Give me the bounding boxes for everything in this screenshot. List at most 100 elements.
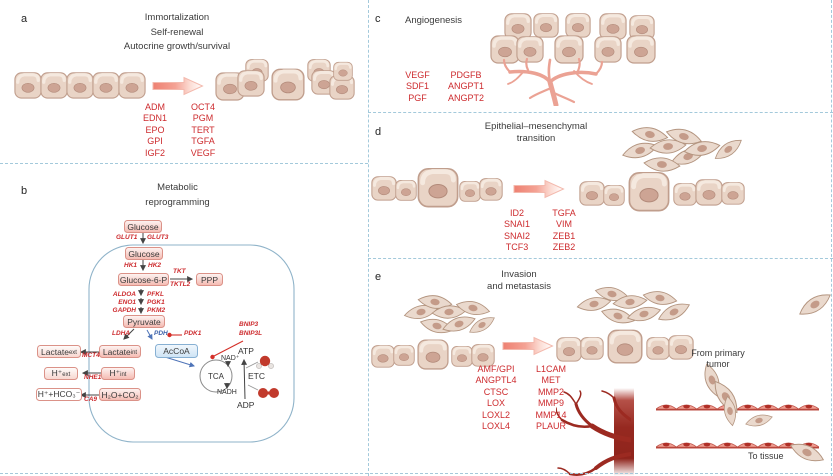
panel-d-title-line: transition [516,133,556,144]
divider-vertical-right-edge [831,0,832,476]
enzyme-tktl2: TKTL2 [170,281,191,288]
panel-a-title-line: Autocrine growth/survival [123,41,231,52]
label-etc: ETC [248,371,265,381]
blood-vessel-branches-e [556,390,631,476]
enzyme-bnip3l: BNIP3L [239,330,263,337]
gene-item: L1CAM [535,364,566,374]
enzyme-item: ENO1 [118,299,136,306]
label-atp: ATP [238,346,254,356]
enzyme-item: PKM2 [147,307,166,314]
gene-item: VEGF [405,70,430,80]
lactate-int-sub: int [130,350,138,356]
enzyme-glut3: GLUT3 [147,234,169,241]
enzyme-item: PGK1 [147,299,165,306]
box-pyruvate: Pyruvate [123,315,165,328]
gene-item: PDGFB [450,70,482,80]
enzyme-ca9: CA9 [84,396,98,403]
pdh-inhibition-dot [167,332,172,338]
h-int-base: H⁺ [109,368,121,378]
gene-item: SNAI2 [503,230,530,241]
tca-cycle-circle [199,359,233,393]
from-primary-tumor-line: From primary [691,348,745,358]
gene-item: MMP14 [535,409,567,420]
gene-item: SDF1 [405,81,429,92]
panel-a-title-line: Immortalization [144,12,210,23]
lactate-int-base: Lactate [102,346,131,357]
gene-item: TCF3 [505,242,529,253]
label-tca: TCA [208,372,224,381]
box-glucose-extracellular: Glucose [124,220,162,233]
panel-b-title-line: Metabolic [157,182,198,193]
oxygen-molecule [258,388,279,398]
divider-c-d [368,112,833,113]
bnip3-inhibition-dot [210,354,215,360]
epithelial-cells-row-a [14,71,146,99]
enzyme-mct4: MCT4 [82,352,100,359]
tumor-cells-cluster-c [490,12,670,64]
gene-item: EPO [145,124,165,135]
label-nad: NAD⁺ [221,355,240,362]
box-water-co2: H₂O+CO₂ [99,388,141,401]
immortalized-cells-cluster-a [215,58,355,101]
gene-item: PLAUR [535,421,566,432]
label-nadh: NADH [217,389,237,396]
panel-e-title-line: and metastasis [487,281,551,292]
epithelial-cells-row-d [371,162,503,208]
divider-vertical-center [368,0,369,476]
panel-d-title-line: Epithelial–mesenchymal [484,121,588,132]
panel-c-title: Angiogenesis [405,15,463,26]
gene-item: CTSC [483,386,509,397]
enzyme-item: ALDOA [112,291,136,298]
enzyme-ldha: LDHA [112,330,131,337]
h-ext-base: H⁺ [51,368,63,378]
panel-a-title-line: Self-renewal [150,26,204,38]
h-ext-sub: ext [62,372,71,378]
panel-b-label: b [21,185,28,197]
gene-item: PGF [408,92,427,103]
enzyme-hk2: HK2 [148,262,162,269]
gene-item: OCT4 [190,102,215,112]
divider-a-b [0,163,368,164]
gene-item: ADM [145,102,165,112]
transition-arrow-d [513,179,565,199]
gene-item: GPI [147,136,163,147]
enzyme-hk1: HK1 [124,262,138,269]
enzyme-pdh: PDH [154,330,168,337]
gene-item: VIM [555,219,572,230]
h-int-sub: int [120,372,127,378]
panel-a-label: a [21,13,28,25]
gene-item: TGFA [552,208,576,218]
box-accoa: AcCoA [155,344,198,358]
box-ppp: PPP [196,273,223,286]
box-glucose-intracellular: Glucose [125,247,163,260]
enzyme-item: GAPDH [112,307,136,314]
gene-item: ID2 [509,208,524,218]
transition-arrow-e [502,336,554,356]
water-molecule [256,355,274,369]
from-primary-tumor-line: tumor [706,359,730,369]
lactate-ext-base: Lactate [41,346,69,357]
cell-membrane-outline [88,244,295,443]
box-bicarbonate: H⁺+HCO₃⁻ [36,388,82,401]
endothelium-strip-top [656,404,819,411]
enzyme-bnip3: BNIP3 [239,321,259,328]
gene-item: ZEB1 [552,230,576,241]
box-h-int: H⁺int [101,367,135,380]
gene-item: TGFA [191,136,215,147]
gene-item: ZEB2 [552,242,576,253]
enzyme-tkt: TKT [173,268,186,275]
panel-b-title-line: reprogramming [145,196,210,208]
gene-item: AMF/GPI [477,364,515,374]
enzyme-item: PFKL [147,291,164,298]
enzyme-glut1: GLUT1 [116,234,138,241]
